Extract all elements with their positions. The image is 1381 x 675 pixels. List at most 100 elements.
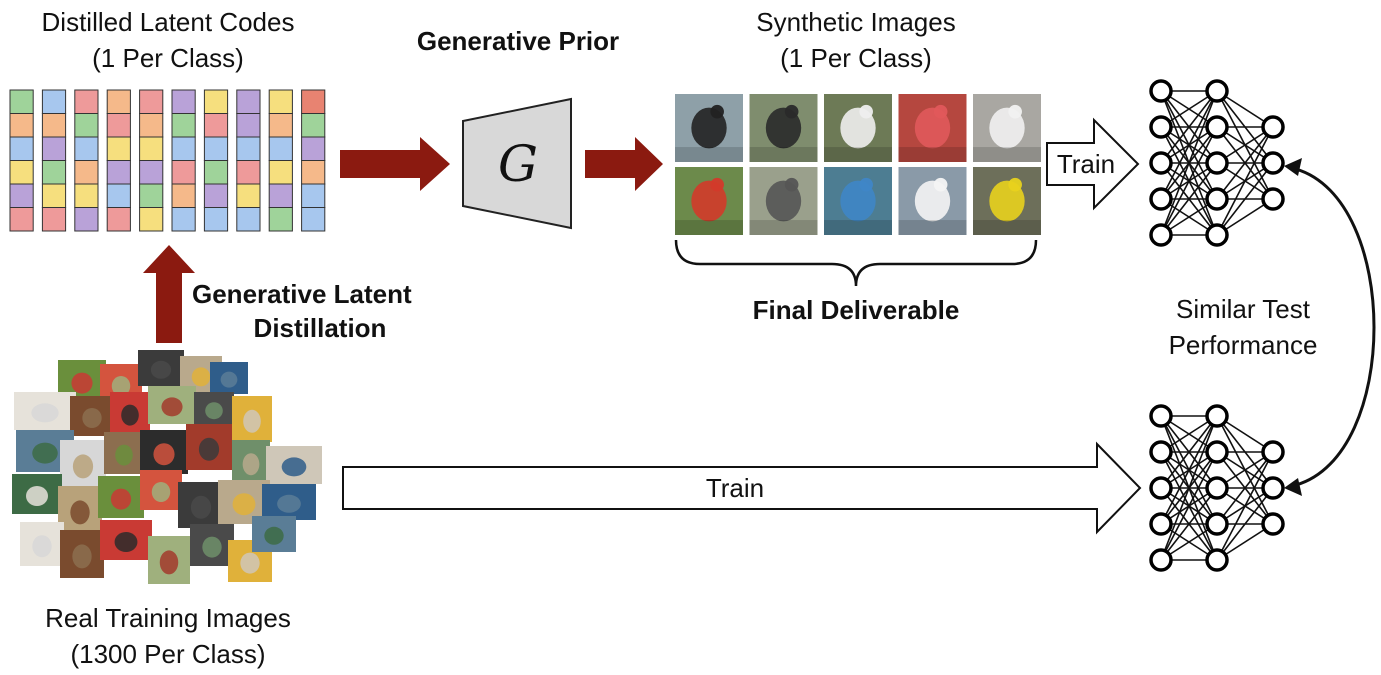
real-image-thumb xyxy=(178,482,224,528)
real-image-thumb xyxy=(148,536,190,584)
network-edge xyxy=(1216,451,1274,525)
latent-cell xyxy=(171,89,196,114)
latent-cell xyxy=(268,160,293,185)
latent-cell xyxy=(9,89,34,114)
latent-cell xyxy=(139,207,164,232)
generator-block xyxy=(462,97,572,230)
generator-to-images-arrow xyxy=(585,137,663,191)
latent-cell xyxy=(139,183,164,208)
real-image-thumb xyxy=(110,392,150,434)
real-image-thumb xyxy=(58,486,102,534)
synthetic-images-title: Synthetic Images xyxy=(756,7,956,37)
latent-cell xyxy=(74,113,99,138)
latent-cell xyxy=(301,183,326,208)
latent-cell xyxy=(106,136,131,161)
real-image-thumb xyxy=(104,432,144,474)
latent-cell xyxy=(268,136,293,161)
generative-prior-label: Generative Prior xyxy=(416,26,620,56)
network-edge xyxy=(1216,487,1274,561)
bird-tile-1 xyxy=(675,94,743,162)
real-image-thumb xyxy=(138,350,184,386)
network-node xyxy=(1149,151,1173,175)
network-node xyxy=(1149,512,1173,536)
distillation-label-line1: Generative Latent xyxy=(192,279,412,309)
train-label-bottom: Train xyxy=(705,473,765,503)
latent-cell xyxy=(203,207,229,232)
real-image-thumb xyxy=(266,446,322,484)
bird-tile-5 xyxy=(973,94,1041,162)
latent-cell xyxy=(301,160,326,185)
network-node xyxy=(1261,440,1285,464)
similarity-double-arrow xyxy=(1295,167,1376,487)
latent-cell xyxy=(236,113,261,138)
latent-cell xyxy=(139,113,164,138)
latent-cell xyxy=(139,136,164,161)
latent-cell xyxy=(106,160,131,185)
real-image-thumb xyxy=(98,476,144,518)
neural-network-icon-bottom xyxy=(1149,404,1285,572)
network-edge xyxy=(1160,415,1218,489)
train-label-top: Train xyxy=(1056,149,1116,179)
latent-cell xyxy=(41,207,67,232)
real-image-thumb xyxy=(140,430,188,474)
latent-cell xyxy=(74,136,99,161)
latent-cell xyxy=(171,136,196,161)
network-node xyxy=(1205,79,1229,103)
real-image-thumb xyxy=(252,516,296,552)
network-node xyxy=(1149,548,1173,572)
network-node xyxy=(1205,512,1229,536)
real-images-subtitle: (1300 Per Class) xyxy=(70,639,266,669)
network-node xyxy=(1149,223,1173,247)
latent-cell xyxy=(9,183,34,208)
latent-cell xyxy=(203,89,229,114)
bird-tile-10 xyxy=(973,167,1041,235)
latent-cell xyxy=(203,113,229,138)
synthetic-images-grid xyxy=(675,94,1041,235)
real-image-thumb xyxy=(20,522,64,566)
latent-cell xyxy=(171,207,196,232)
similar-performance-line2: Performance xyxy=(1168,330,1318,360)
latent-cell xyxy=(301,113,326,138)
network-edge xyxy=(1160,90,1218,200)
similarity-arrowhead-bottom xyxy=(1284,478,1302,496)
real-image-thumb xyxy=(232,440,270,484)
bird-tile-8 xyxy=(824,167,892,235)
synthetic-images-subtitle: (1 Per Class) xyxy=(780,43,932,73)
network-node xyxy=(1205,476,1229,500)
latent-to-generator-arrow xyxy=(340,137,450,191)
bird-tile-3 xyxy=(824,94,892,162)
network-node xyxy=(1149,187,1173,211)
real-image-thumb xyxy=(186,424,232,470)
generator-symbol: G xyxy=(498,135,538,193)
real-image-thumb xyxy=(194,392,234,426)
latent-cell xyxy=(41,136,67,161)
latent-cell xyxy=(203,136,229,161)
bird-tile-2 xyxy=(749,94,818,162)
latent-cell xyxy=(106,89,131,114)
latent-cell xyxy=(9,207,34,232)
real-image-thumb xyxy=(100,520,152,560)
latent-cell xyxy=(203,183,229,208)
latent-cell xyxy=(74,207,99,232)
latent-cell xyxy=(268,89,293,114)
network-node xyxy=(1261,115,1285,139)
network-node xyxy=(1149,440,1173,464)
network-node xyxy=(1261,187,1285,211)
network-node xyxy=(1261,512,1285,536)
bird-tile-6 xyxy=(675,167,743,235)
real-image-thumb xyxy=(70,396,114,436)
latent-cell xyxy=(301,136,326,161)
network-edge xyxy=(1216,451,1274,561)
real-image-thumb xyxy=(60,530,104,578)
bird-tile-4 xyxy=(898,94,967,162)
distillation-arrow xyxy=(143,245,195,343)
network-node xyxy=(1261,476,1285,500)
network-edge xyxy=(1216,162,1274,236)
network-node xyxy=(1205,440,1229,464)
similarity-arrowhead-top xyxy=(1284,158,1302,176)
final-deliverable-label: Final Deliverable xyxy=(752,295,960,325)
network-node xyxy=(1149,79,1173,103)
network-node xyxy=(1205,223,1229,247)
latent-cell xyxy=(106,113,131,138)
